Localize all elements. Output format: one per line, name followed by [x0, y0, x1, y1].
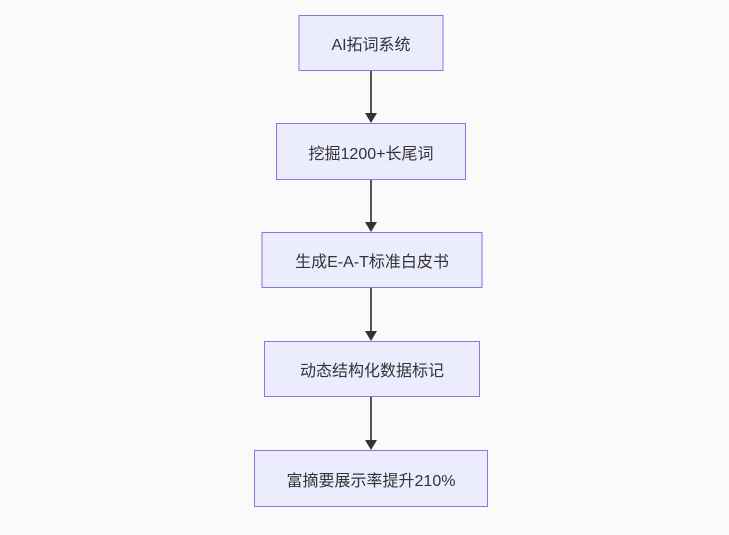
arrow-line	[370, 397, 372, 440]
arrow-line	[370, 288, 372, 331]
arrow-line	[370, 71, 372, 113]
flow-node-rich-snippet-result: 富摘要展示率提升210%	[254, 450, 488, 507]
flow-node-structured-data-markup: 动态结构化数据标记	[264, 341, 480, 397]
flow-node-ai-keyword-system: AI拓词系统	[298, 15, 444, 71]
flow-arrow-2	[365, 180, 377, 232]
arrow-head-icon	[365, 440, 377, 450]
arrow-head-icon	[365, 222, 377, 232]
flow-node-eat-whitepaper: 生成E-A-T标准白皮书	[261, 232, 483, 288]
flow-arrow-3	[365, 288, 377, 341]
arrow-line	[370, 180, 372, 222]
flow-arrow-4	[365, 397, 377, 450]
flow-node-longtail-mining: 挖掘1200+长尾词	[276, 123, 466, 180]
arrow-head-icon	[365, 331, 377, 341]
arrow-head-icon	[365, 113, 377, 123]
flow-arrow-1	[365, 71, 377, 123]
